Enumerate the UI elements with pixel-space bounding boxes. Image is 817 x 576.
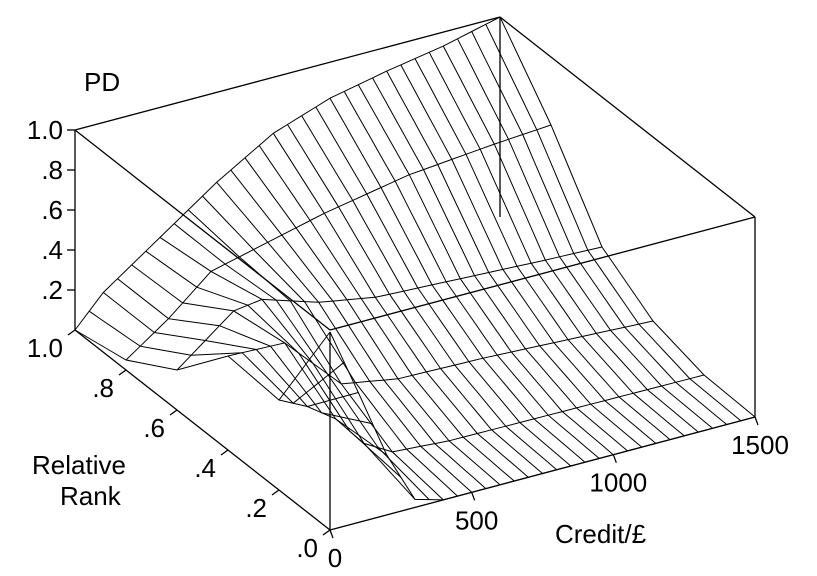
mesh-line-credit [88,310,345,404]
x-tick-label: 1000 [589,468,647,498]
mesh-line-credit [442,45,699,433]
y-tick-label: .2 [245,493,267,523]
y-tick-mark [322,529,331,536]
floor-edge [74,329,331,531]
x-tick-mark [329,529,334,539]
z-tick-label: .4 [41,235,63,265]
mesh-line-credit [173,223,430,500]
mesh-line-credit [102,292,359,408]
y-tick-mark [220,449,229,456]
mesh-line-credit [159,236,416,500]
x-tick-mark [471,492,476,501]
mesh-line-credit [329,97,586,463]
y-tick-mark [169,409,178,416]
mesh-line-credit [244,157,501,486]
z-tick-label: .6 [41,195,63,225]
y-tick-label: 1.0 [27,333,63,363]
x-tick-mark [612,454,617,463]
y-tick-label: .4 [194,453,216,483]
mesh-line-rank [227,320,654,385]
mesh-line-credit [372,77,628,452]
y-tick-label: .8 [92,373,114,403]
y-tick-label: .6 [143,413,165,443]
box-edge [74,16,501,131]
mesh-line-rank [329,331,756,501]
x-tick-label: 0 [328,543,342,573]
box-edge [74,129,331,331]
mesh-line-credit [230,169,487,489]
mesh-line-credit [258,145,515,482]
y-tick-label: .0 [296,533,318,563]
mesh-line-credit [386,70,643,448]
y-tick-mark [67,329,76,336]
surface-mesh [74,16,756,501]
mesh-line-credit [131,264,387,456]
z-tick-label: 1.0 [27,115,63,145]
y-tick-mark [271,489,280,496]
mesh-line-credit [272,133,529,478]
x-tick-label: 1500 [731,430,789,460]
y-axis-title-line2: Rank [60,481,122,511]
mesh-line-credit [357,84,614,456]
mesh-line-rank [176,246,603,371]
front-edges [74,329,756,531]
x-tick-mark [754,416,759,426]
z-tick-label: .8 [41,155,63,185]
floor-edge [329,416,756,531]
tick-labels: .2 .4 .6 .8 1.0 .0 .2 .4 .6 .8 1.0 0 500 1000 1500 [27,115,789,573]
mesh-line-credit [457,38,713,429]
bounding-box [74,16,756,417]
mesh-line-credit [485,24,742,422]
z-axis-title: PD [84,67,120,97]
x-tick-label: 500 [455,505,498,535]
mesh-line-credit [216,181,473,493]
axis-labels: PD Credit/£ Relative Rank [32,67,647,549]
mesh-line-credit [287,124,543,474]
mesh-line-credit [187,209,444,501]
mesh-line-credit [117,278,373,425]
mesh-line-credit [301,115,558,471]
mesh-line-credit [315,106,572,467]
z-tick-label: .2 [41,275,63,305]
mesh-line-rank [278,374,705,453]
mesh-line-rank [74,16,501,331]
mesh-line-credit [400,64,657,444]
mesh-line-credit [428,52,685,437]
y-tick-mark [118,369,127,376]
mesh-line-credit [74,329,331,401]
mesh-line-credit [499,16,756,418]
x-axis-title: Credit/£ [555,519,647,549]
mesh-line-credit [471,31,728,425]
mesh-line-credit [414,58,671,440]
mesh-line-rank [125,124,552,361]
mesh-line-credit [343,91,600,459]
y-axis-title-line1: Relative [32,450,126,480]
box-edge [499,16,756,218]
